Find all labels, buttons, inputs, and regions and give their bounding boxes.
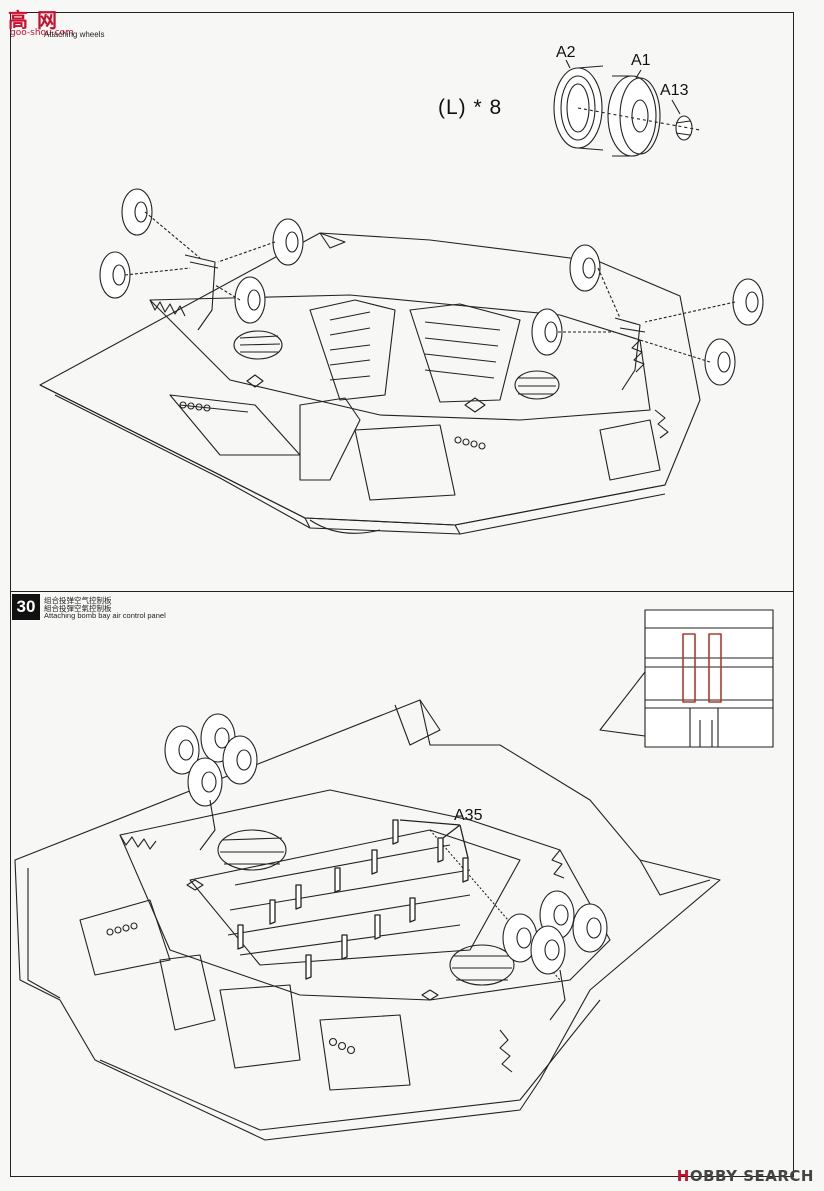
step-divider <box>10 591 794 592</box>
part-label-a13: A13 <box>660 82 689 99</box>
a35-control-panels <box>237 819 469 980</box>
part-label-a2: A2 <box>556 44 576 61</box>
watermark: HOBBY SEARCH <box>676 1167 814 1185</box>
step-30-caption-cn-traditional: 組合投彈空氣控制板 <box>44 604 112 613</box>
detail-inset <box>599 609 774 748</box>
page-frame <box>10 12 794 1177</box>
part-label-a1: A1 <box>631 52 651 69</box>
step-30-caption-en: Attaching bomb bay air control panel <box>44 611 166 620</box>
logo-text: 高 网 <box>8 8 58 32</box>
site-logo[interactable]: 高 网 goo-shou.com <box>6 4 78 38</box>
step-number-badge: 30 <box>12 594 40 620</box>
part-label-a35: A35 <box>454 807 483 824</box>
exploded-wheel-diagram <box>553 59 701 157</box>
quantity-label: (L) * 8 <box>438 96 503 119</box>
step-30-airframe <box>14 699 721 1141</box>
logo-url: goo-shou.com <box>10 28 74 38</box>
step-29-wheels <box>99 188 764 391</box>
step-29-caption: Attaching wheels <box>44 30 105 39</box>
step-29-airframe <box>39 232 701 535</box>
step-30-wheels <box>164 713 608 1021</box>
step-30-caption-cn: 组合投弹空气控制板 <box>44 596 112 605</box>
